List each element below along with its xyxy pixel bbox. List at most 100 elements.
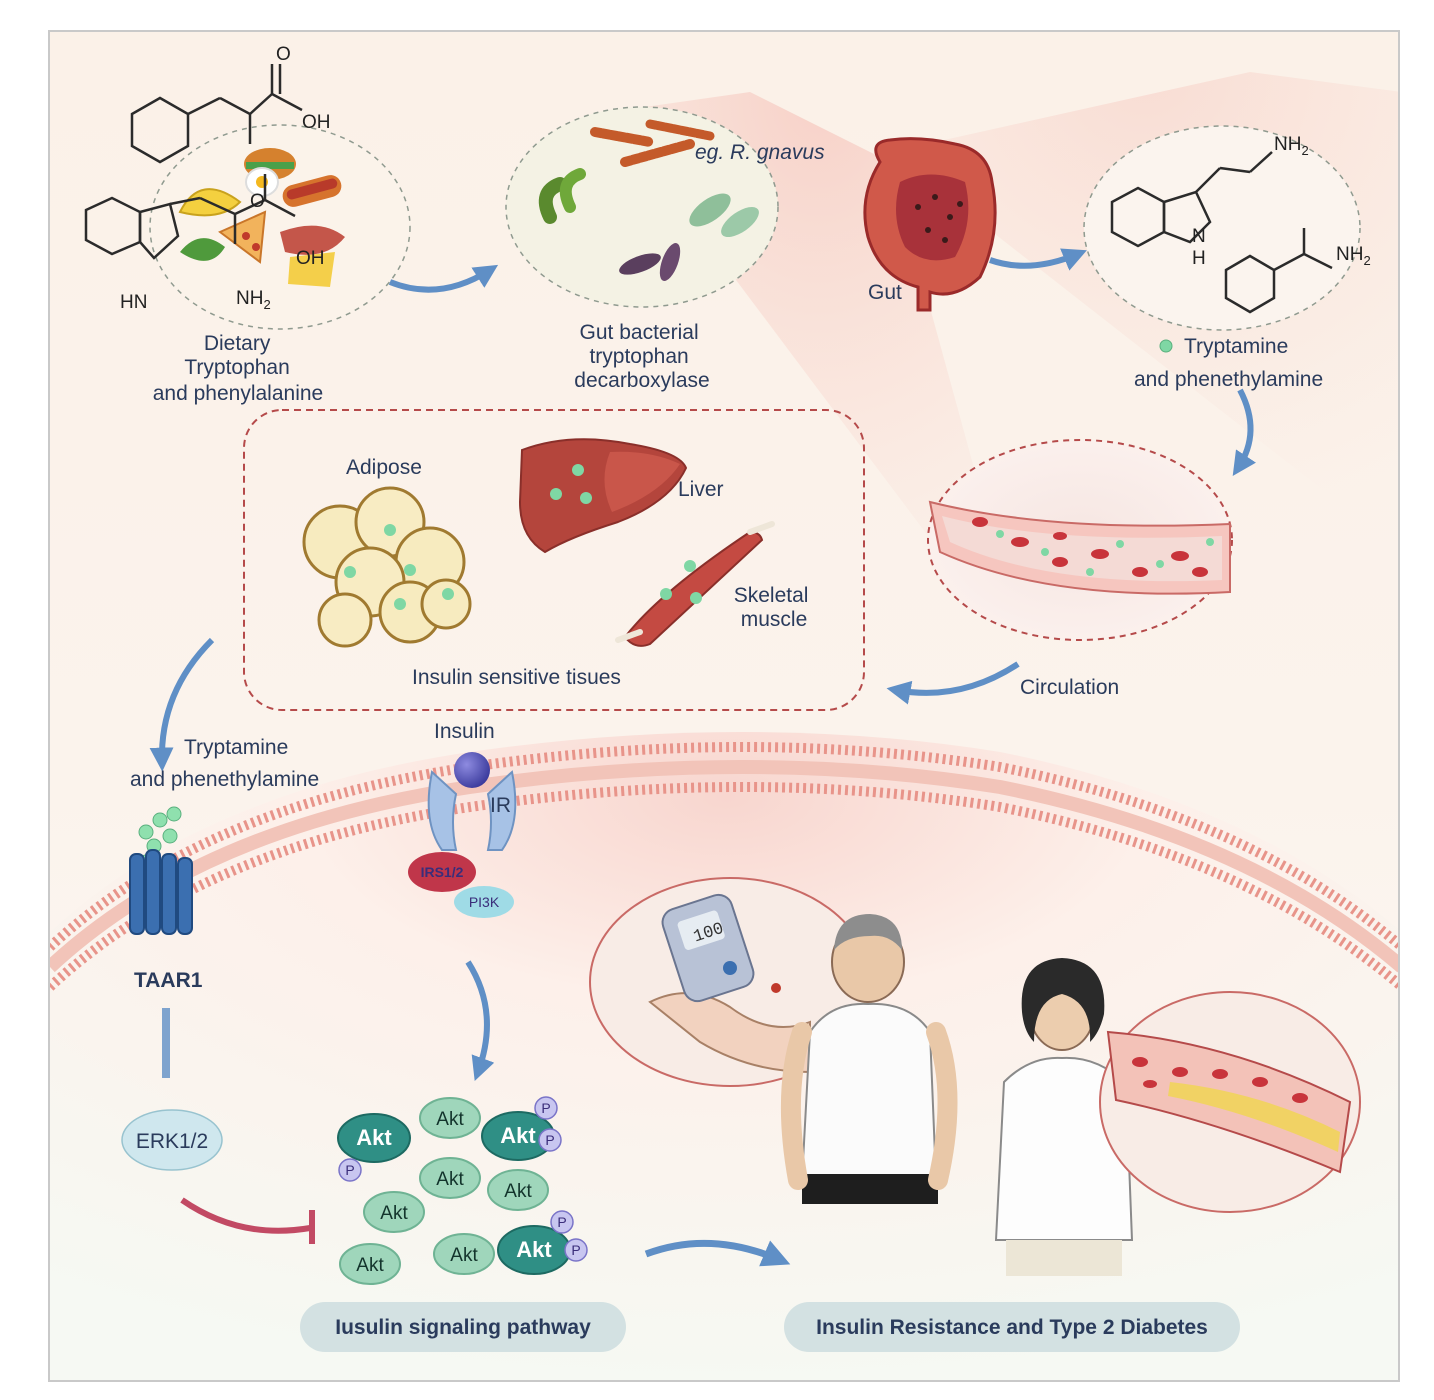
tryptophan-hn: HN <box>120 292 147 313</box>
dietary-group: O OH O OH HN NH2 Dietary Tryptophan and … <box>84 44 411 405</box>
gut-group: Gut <box>863 137 997 312</box>
phosphate-icon <box>534 1096 558 1120</box>
arrow-pi3k-to-akt <box>465 960 495 1082</box>
irs-label: IRS1/2 <box>421 864 464 880</box>
gut-inner-icon <box>896 174 969 261</box>
arrow-food-to-bacteria <box>388 264 499 293</box>
akt-label: Akt <box>500 1123 536 1148</box>
plaque-icon <box>1168 1082 1340 1152</box>
vessel-metabolite-dots-icon <box>996 530 1214 576</box>
taar1-erk-connector <box>162 1008 170 1078</box>
akt-label: Akt <box>436 1109 464 1130</box>
pi3k-label: PI3K <box>469 894 500 910</box>
food-icon <box>178 148 345 287</box>
taar1-label: TAAR1 <box>134 969 203 992</box>
akt-label: Akt <box>450 1245 478 1266</box>
phosphate-label: P <box>557 1214 566 1230</box>
metabolites-label: Tryptamine and phenethylamine <box>1134 335 1323 391</box>
akt-molecule <box>337 1113 411 1163</box>
metabolite-dot-icon <box>1159 339 1173 353</box>
erk-inhibition-arrow <box>180 1197 311 1234</box>
bacteria-icon <box>538 119 759 281</box>
glucose-meter-screen <box>677 910 725 950</box>
skeletal-muscle-icon <box>615 521 775 647</box>
adipose-icon <box>302 486 472 648</box>
phosphate-icon <box>564 1238 588 1262</box>
arrow-circulation-to-tissues <box>886 661 1020 705</box>
akt-label: Akt <box>504 1181 532 1202</box>
membrane-outer-heads <box>50 742 1398 951</box>
bacteria-circle <box>505 106 779 308</box>
liver-label: Liver <box>678 478 724 501</box>
tryptamine-structure <box>1110 151 1273 248</box>
akt-label: Akt <box>380 1203 408 1224</box>
signaling-pathway-label: Iusulin signaling pathway <box>335 1316 591 1339</box>
elderly-woman-icon <box>994 958 1134 1276</box>
tryptamine-h: H <box>1192 248 1206 269</box>
signaling-pathway-pill <box>300 1302 626 1352</box>
gut-microbes-icon <box>915 194 963 243</box>
outcome-label: Insulin Resistance and Type 2 Diabetes <box>816 1316 1208 1339</box>
adipose-label: Adipose <box>346 456 422 479</box>
phenethylamine-nh2: NH2 <box>1336 244 1371 268</box>
arrow-pathway-to-outcome <box>644 1239 791 1267</box>
gut-label: Gut <box>868 281 902 304</box>
artery-plaque-group <box>1099 991 1361 1213</box>
meter-button-icon <box>723 961 737 975</box>
phosphate-icon <box>550 1210 574 1234</box>
tryptophan-oh: OH <box>296 248 325 269</box>
tryptamine-nh2: NH2 <box>1274 134 1309 158</box>
arrow-tissues-to-taar1 <box>149 637 215 772</box>
irs-oval <box>408 852 476 892</box>
phenylalanine-o: O <box>276 44 291 65</box>
akt-label: Akt <box>356 1255 384 1276</box>
ir-label: IR <box>490 794 511 817</box>
bacteria-group: eg. R. gnavus Gut bacterial tryptophan d… <box>505 106 825 392</box>
vessel-group <box>927 439 1233 641</box>
phosphate-label: P <box>571 1242 580 1258</box>
metabolites-group: NH2 N H NH2 Tryptamine and phenethylamin… <box>1083 125 1371 391</box>
liver-icon <box>518 438 688 554</box>
insulin-sensitive-label: Insulin sensitive tisues <box>412 666 621 689</box>
food-circle <box>149 124 411 330</box>
insulin-receptor-group: Insulin IR IRS1/2 PI3K <box>408 720 517 918</box>
artery-blood-cells-icon <box>1132 1057 1308 1103</box>
akt-molecule <box>487 1169 549 1211</box>
membrane-metabolites-label: Tryptamine and phenethylamine <box>130 736 319 791</box>
insulin-molecule-icon <box>454 752 490 788</box>
erk-label: ERK1/2 <box>136 1130 208 1153</box>
blood-drop-icon <box>771 983 781 993</box>
dietary-label: Dietary Tryptophan and phenylalanine <box>153 332 323 405</box>
membrane-inner-heads <box>50 782 1398 991</box>
phenethylamine-structure <box>1224 228 1333 314</box>
akt-molecule <box>419 1097 481 1139</box>
figure-frame: O OH O OH HN NH2 Dietary Tryptophan and … <box>48 30 1400 1382</box>
tissues-box <box>243 409 865 711</box>
phosphate-label: P <box>541 1100 550 1116</box>
elderly-man-icon <box>780 914 958 1204</box>
circulation-label: Circulation <box>1020 676 1119 699</box>
insulin-label: Insulin <box>434 720 495 743</box>
pi3k-oval <box>454 886 514 918</box>
outcome-pill <box>784 1302 1240 1352</box>
erk-oval <box>121 1109 223 1171</box>
tissues-group: Adipose Liver Skeletal muscle Insulin se… <box>243 409 865 711</box>
bacterial-label: Gut bacterial tryptophan decarboxylase <box>574 321 709 392</box>
ir-left-icon <box>427 770 458 851</box>
phenylalanine-oh: OH <box>302 112 331 133</box>
tryptophan-nh2: NH2 <box>236 288 271 312</box>
bacteria-example-label: eg. R. gnavus <box>695 141 825 164</box>
taar1-receptor-icon <box>129 806 193 935</box>
phosphate-icon <box>538 1128 562 1152</box>
akt-label: Akt <box>356 1125 392 1150</box>
akt-molecule <box>419 1157 481 1199</box>
akt-molecule <box>433 1233 495 1275</box>
arrow-metabolites-to-vessel <box>1232 388 1256 476</box>
tryptamine-n: N <box>1192 226 1206 247</box>
skeletal-muscle-label: Skeletal muscle <box>734 584 815 631</box>
ir-right-icon <box>486 770 517 851</box>
akt-label: Akt <box>436 1169 464 1190</box>
tryptophan-structure <box>84 174 296 260</box>
akt-molecule <box>339 1243 401 1285</box>
